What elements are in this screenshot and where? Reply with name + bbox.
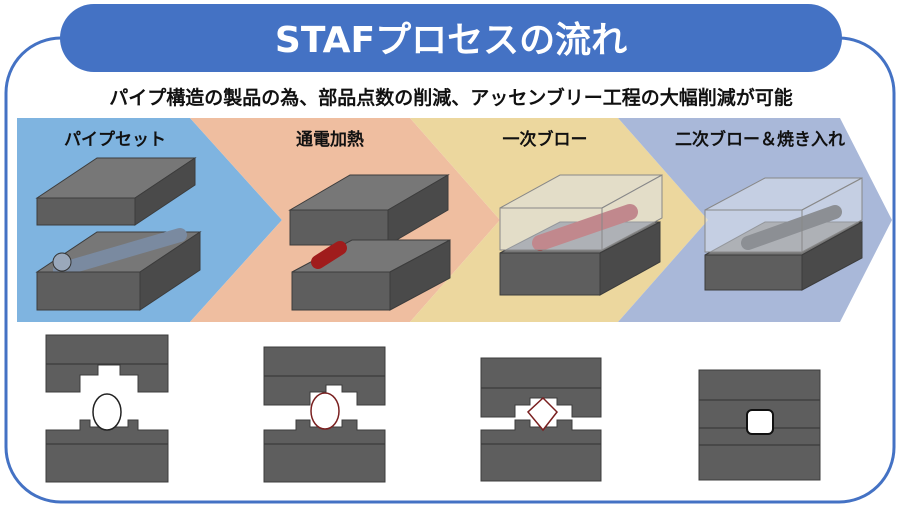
pipe-section bbox=[526, 396, 558, 432]
step-label-3: 一次ブロー bbox=[503, 129, 588, 150]
step-label-4: 二次ブロー＆焼き入れ bbox=[675, 129, 845, 150]
pipe-section bbox=[92, 393, 122, 431]
cross-section-first-blow bbox=[480, 357, 602, 482]
mold-3d-pipe-set bbox=[35, 157, 202, 311]
page-title: STAFプロセスの流れ bbox=[275, 20, 627, 61]
subtitle: パイプ構造の製品の為、部品点数の削減、アッセンブリー工程の大幅削減が可能 bbox=[109, 86, 792, 109]
step-label-2: 通電加熱 bbox=[296, 129, 364, 150]
cross-section-second-blow bbox=[698, 369, 821, 481]
mold-3d-first-blow bbox=[499, 174, 663, 296]
title-banner bbox=[60, 4, 842, 72]
pipe-section bbox=[746, 409, 774, 435]
pipe-section bbox=[310, 392, 340, 430]
mold-3d-heating bbox=[288, 174, 451, 311]
pipe bbox=[53, 228, 187, 277]
mold-3d-second-blow bbox=[704, 177, 863, 291]
cross-section-heating bbox=[263, 346, 386, 483]
pipe-heated bbox=[311, 241, 347, 269]
step-label-1: パイプセット bbox=[64, 129, 166, 150]
cross-section-pipe-set bbox=[45, 334, 169, 483]
